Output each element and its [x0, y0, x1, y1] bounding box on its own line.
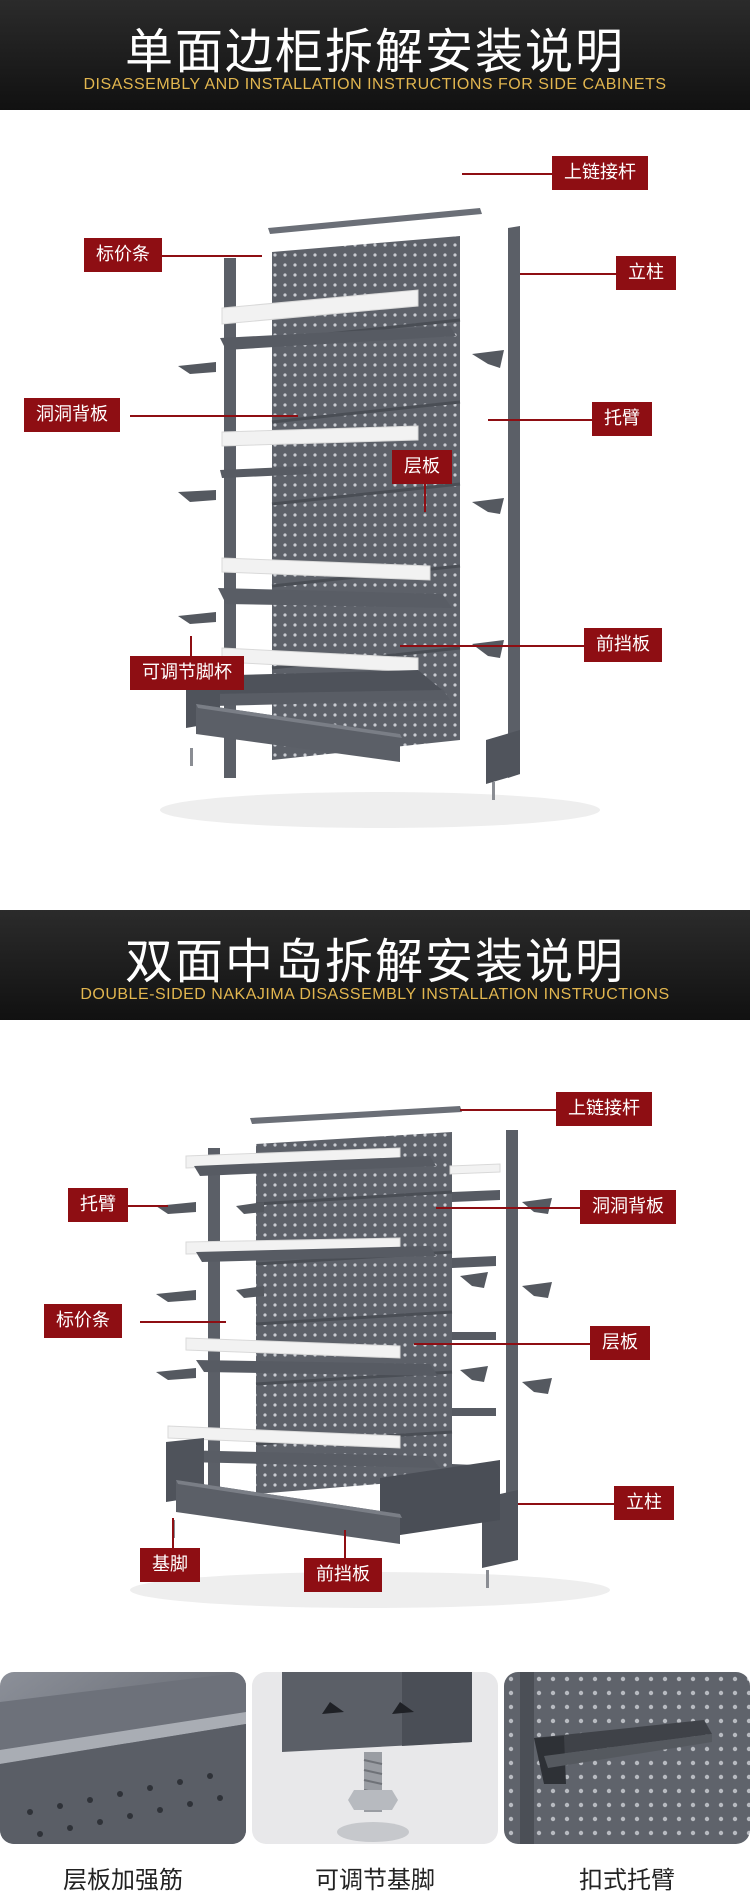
leader-adjustable-foot	[190, 636, 192, 656]
label2-price-strip: 标价条	[44, 1304, 122, 1338]
leader2-base-foot	[172, 1518, 174, 1548]
label2-pegboard: 洞洞背板	[580, 1190, 676, 1224]
label2-front-plate: 前挡板	[304, 1558, 382, 1592]
label2-shelf: 层板	[590, 1326, 650, 1360]
label-top-rail: 上链接杆	[552, 156, 648, 190]
leader2-bracket	[128, 1205, 168, 1207]
label-upright: 立柱	[616, 256, 676, 290]
section2-subtitle: DOUBLE-SIDED NAKAJIMA DISASSEMBLY INSTAL…	[80, 986, 670, 1003]
leader-shelf	[424, 484, 426, 512]
leader2-front-plate	[344, 1530, 346, 1558]
label-adjustable-foot: 可调节脚杯	[130, 656, 244, 690]
leader2-price-strip	[140, 1321, 226, 1323]
detail-thumb-shelf-rib	[0, 1672, 246, 1844]
leader2-top-rail	[460, 1109, 556, 1111]
section1-subtitle: DISASSEMBLY AND INSTALLATION INSTRUCTION…	[83, 76, 667, 93]
label2-upright: 立柱	[614, 1486, 674, 1520]
label-pegboard: 洞洞背板	[24, 398, 120, 432]
label-shelf: 层板	[392, 450, 452, 484]
section2-diagram: 上链接杆 托臂 洞洞背板 标价条 层板 立柱 基脚 前挡板	[0, 1020, 750, 1660]
section1-banner: 单面边柜拆解安装说明 DISASSEMBLY AND INSTALLATION …	[0, 0, 750, 110]
leader-pegboard	[130, 415, 298, 417]
single-side-cabinet-illustration	[160, 208, 600, 828]
section1-diagram: 上链接杆 立柱 标价条 洞洞背板 托臂 层板 前挡板 可调节脚杯	[0, 110, 750, 910]
label2-bracket: 托臂	[68, 1188, 128, 1222]
section2-banner: 双面中岛拆解安装说明 DOUBLE-SIDED NAKAJIMA DISASSE…	[0, 910, 750, 1020]
leader-front-plate	[400, 645, 584, 647]
detail-caption-leveling-foot: 可调节基脚	[315, 1866, 435, 1894]
label2-top-rail: 上链接杆	[556, 1092, 652, 1126]
leader2-upright	[518, 1503, 614, 1505]
leader-top-rail	[462, 173, 552, 175]
detail-caption-shelf-rib: 层板加强筋	[63, 1866, 183, 1894]
shelf-rib-detail-icon	[0, 1672, 246, 1844]
double-side-island-illustration	[130, 1106, 610, 1608]
detail-thumb-leveling-foot	[252, 1672, 498, 1844]
label-bracket: 托臂	[592, 402, 652, 436]
label-front-plate: 前挡板	[584, 628, 662, 662]
clip-bracket-detail-icon	[504, 1672, 750, 1844]
label2-base-foot: 基脚	[140, 1548, 200, 1582]
leveling-foot-detail-icon	[252, 1672, 498, 1844]
detail-caption-clip-bracket: 扣式托臂	[579, 1866, 675, 1894]
section1-title: 单面边柜拆解安装说明	[124, 24, 625, 80]
leader-upright	[520, 273, 616, 275]
leader-bracket	[488, 419, 592, 421]
detail-thumb-clip-bracket	[504, 1672, 750, 1844]
leader-price-strip	[160, 255, 262, 257]
leader2-shelf	[414, 1343, 590, 1345]
label-price-strip: 标价条	[84, 238, 162, 272]
section2-title: 双面中岛拆解安装说明	[124, 934, 625, 990]
leader2-pegboard	[436, 1207, 580, 1209]
